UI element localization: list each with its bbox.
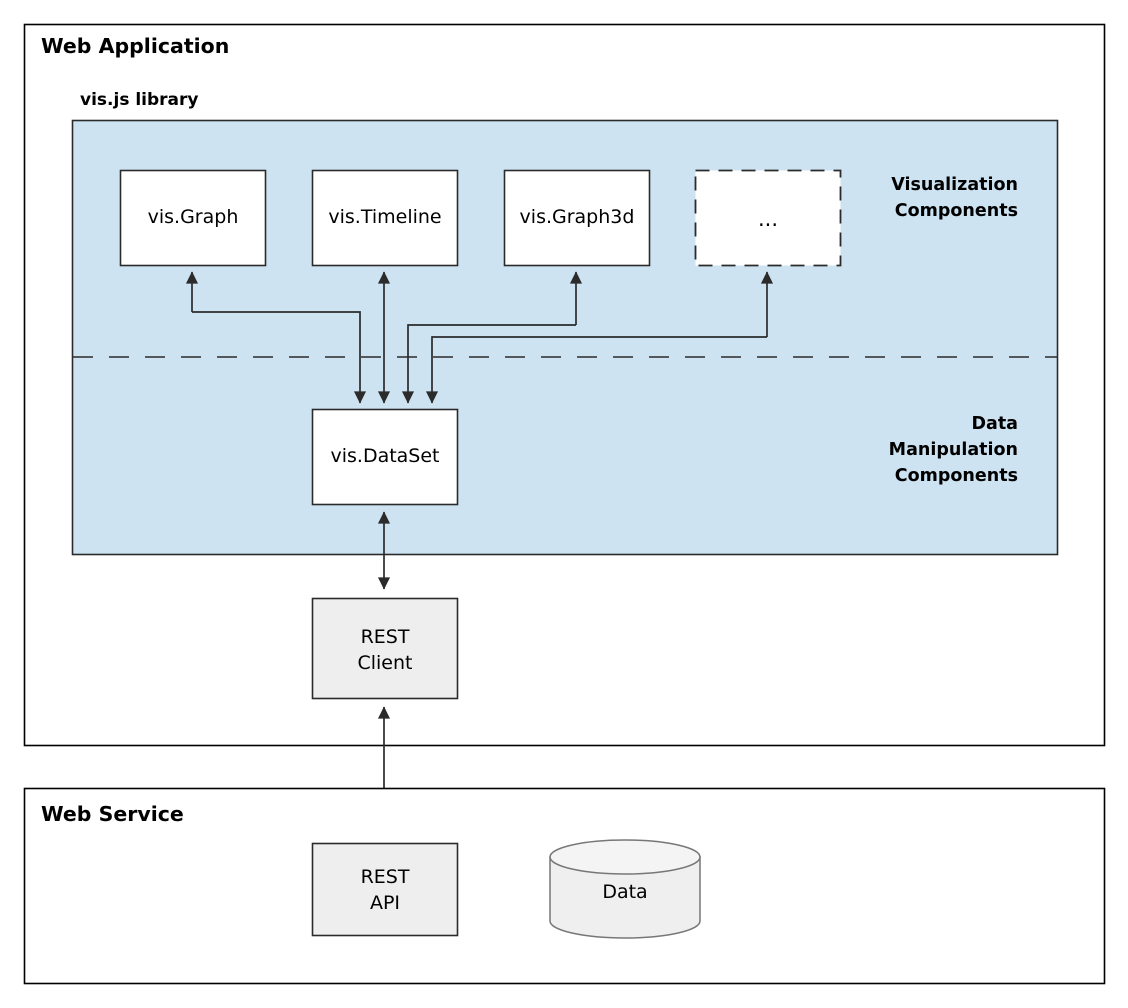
svg-text:Components: Components [895,466,1018,486]
node-vis-dataset-label: vis.DataSet [330,445,439,467]
node-rest-api-label-line1: REST [361,866,410,888]
visualization-components-label: Visualization Components [891,175,1018,221]
node-vis-graph-label: vis.Graph [148,206,239,228]
vis-js-library-title: vis.js library [80,90,199,110]
node-vis-more[interactable]: ... [694,169,842,267]
data-manipulation-components-label: Data Manipulation Components [889,414,1018,486]
connector-graph-to-dataset [192,311,367,404]
connector-more-to-dataset [425,336,767,404]
node-vis-graph3d-label: vis.Graph3d [520,206,635,228]
node-rest-client[interactable]: REST Client [311,597,459,700]
web-service-title: Web Service [41,802,184,826]
svg-text:Manipulation: Manipulation [889,440,1018,460]
node-rest-client-label-line2: Client [357,652,412,674]
web-application-title: Web Application [41,34,229,58]
node-rest-api-label-line2: API [370,892,400,914]
node-vis-graph3d[interactable]: vis.Graph3d [503,169,651,267]
svg-text:Components: Components [895,201,1018,221]
node-rest-api[interactable]: REST API [311,842,459,937]
node-data-store-label: Data [602,881,647,903]
svg-text:Visualization: Visualization [891,175,1018,195]
node-vis-timeline[interactable]: vis.Timeline [311,169,459,267]
svg-text:Data: Data [971,414,1018,434]
connector-graph3d-to-dataset [401,324,576,404]
node-vis-dataset[interactable]: vis.DataSet [311,408,459,506]
node-vis-more-label: ... [758,207,778,231]
node-vis-timeline-label: vis.Timeline [328,206,441,228]
node-data-store[interactable]: Data [549,839,701,939]
node-rest-client-label-line1: REST [361,626,410,648]
node-vis-graph[interactable]: vis.Graph [119,169,267,267]
